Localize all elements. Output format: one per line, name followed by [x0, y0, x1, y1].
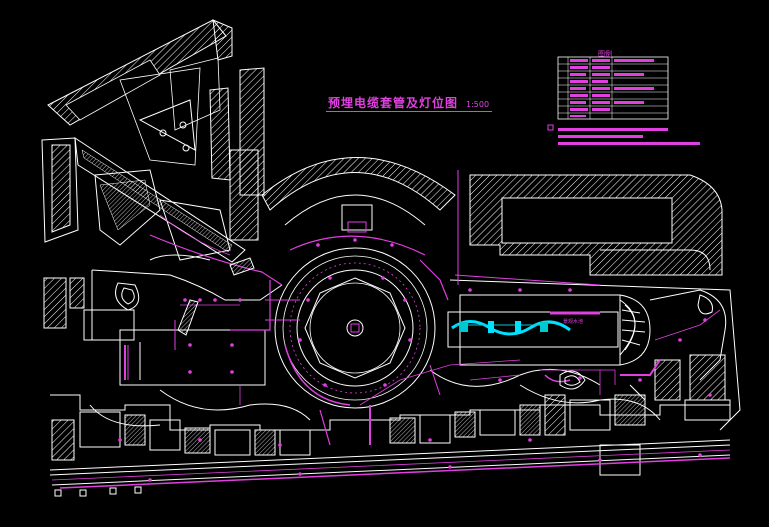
building-south-band — [49, 354, 731, 497]
drawing-scale: 1:500 — [466, 100, 490, 109]
water-pool — [447, 311, 619, 348]
title-underline — [326, 111, 492, 112]
stair-west — [177, 257, 255, 336]
legend-table — [547, 56, 700, 145]
pool-label: 景观水池 — [563, 319, 584, 325]
amphitheater — [619, 299, 646, 356]
drawing-title-text: 预埋电缆套管及灯位图 — [328, 96, 459, 110]
lamp-icon — [118, 238, 712, 482]
fountain-icon — [559, 370, 646, 401]
building-northwest — [47, 19, 265, 241]
building-crescent — [261, 157, 456, 233]
building-northeast — [469, 174, 723, 276]
drawing-title: 预埋电缆套管及灯位图 1:500 — [328, 94, 489, 111]
circular-plaza-icon — [274, 235, 436, 409]
building-west-blocks — [43, 277, 135, 341]
building-west-diagonal — [41, 136, 246, 263]
legend-title: 图例 — [598, 50, 612, 58]
cable-route-icon — [51, 170, 731, 489]
